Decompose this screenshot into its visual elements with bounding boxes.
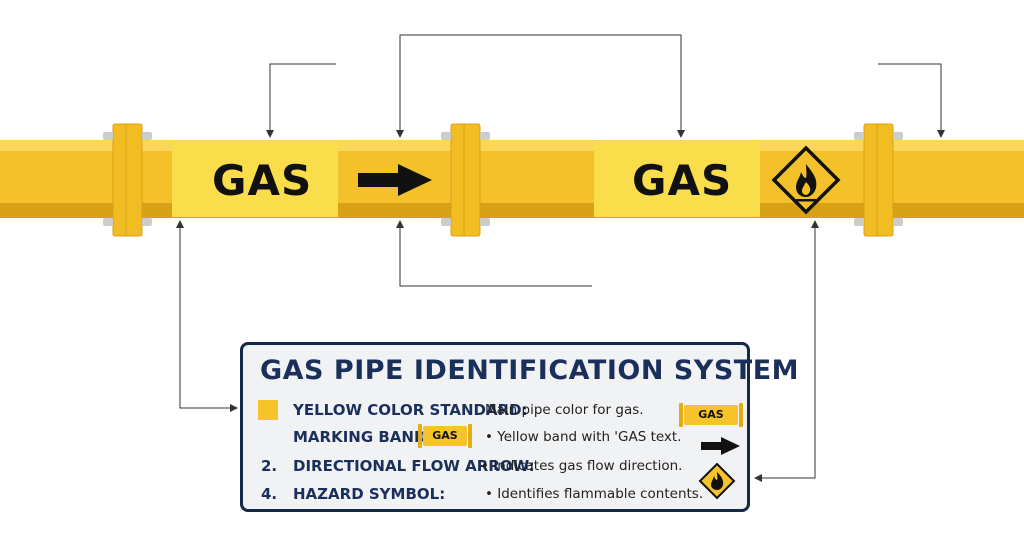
band-label-gas-1: GAS	[212, 156, 313, 205]
legend-item-description: • Identifies flammable contents.	[485, 486, 704, 502]
legend-item-name: YELLOW COLOR STANDARD:	[293, 401, 528, 419]
legend-side-icons	[698, 437, 740, 500]
legend-item-name: HAZARD SYMBOL:	[293, 485, 446, 503]
marking-band-1	[172, 141, 338, 217]
gas-badge: GAS	[418, 424, 472, 448]
flammable-hazard-icon	[771, 145, 841, 215]
legend-item-name: MARKING BAND &	[293, 428, 445, 446]
legend-item-flow-arrow: 2. DIRECTIONAL FLOW ARROW: • Indicates g…	[243, 455, 747, 477]
flow-arrow-icon	[358, 164, 432, 196]
legend-flow-arrow-icon	[701, 437, 740, 455]
legend-item-yellow-standard: YELLOW COLOR STANDARD: Main pipe color f…	[243, 399, 747, 421]
callout-lines	[176, 34, 945, 482]
marking-band-2	[594, 141, 760, 217]
flange-2	[441, 123, 490, 237]
legend-flammable-hazard-icon	[698, 462, 736, 500]
legend-item-description: • Yellow band with 'GAS text.	[485, 429, 682, 445]
flange-1	[103, 123, 152, 237]
flange-3	[854, 123, 903, 237]
legend-item-number: 2.	[261, 457, 278, 475]
legend-item-marking-band: MARKING BAND & GAS • Yellow band with 'G…	[243, 424, 747, 448]
yellow-swatch-icon	[258, 400, 278, 420]
legend-title: GAS PIPE IDENTIFICATION SYSTEM	[260, 355, 800, 386]
legend-pipe-icon: GAS	[679, 403, 743, 427]
legend-item-description: • Indicates gas flow direction.	[481, 458, 683, 474]
legend-item-number: 4.	[261, 485, 278, 503]
legend-item-description: Main pipe color for gas.	[485, 402, 644, 418]
legend-item-name: DIRECTIONAL FLOW ARROW:	[293, 457, 535, 475]
band-label-gas-2: GAS	[632, 156, 733, 205]
legend-item-hazard: 4. HAZARD SYMBOL: • Identifies flammable…	[243, 483, 747, 505]
legend-panel: GAS PIPE IDENTIFICATION SYSTEM YELLOW CO…	[240, 342, 799, 512]
